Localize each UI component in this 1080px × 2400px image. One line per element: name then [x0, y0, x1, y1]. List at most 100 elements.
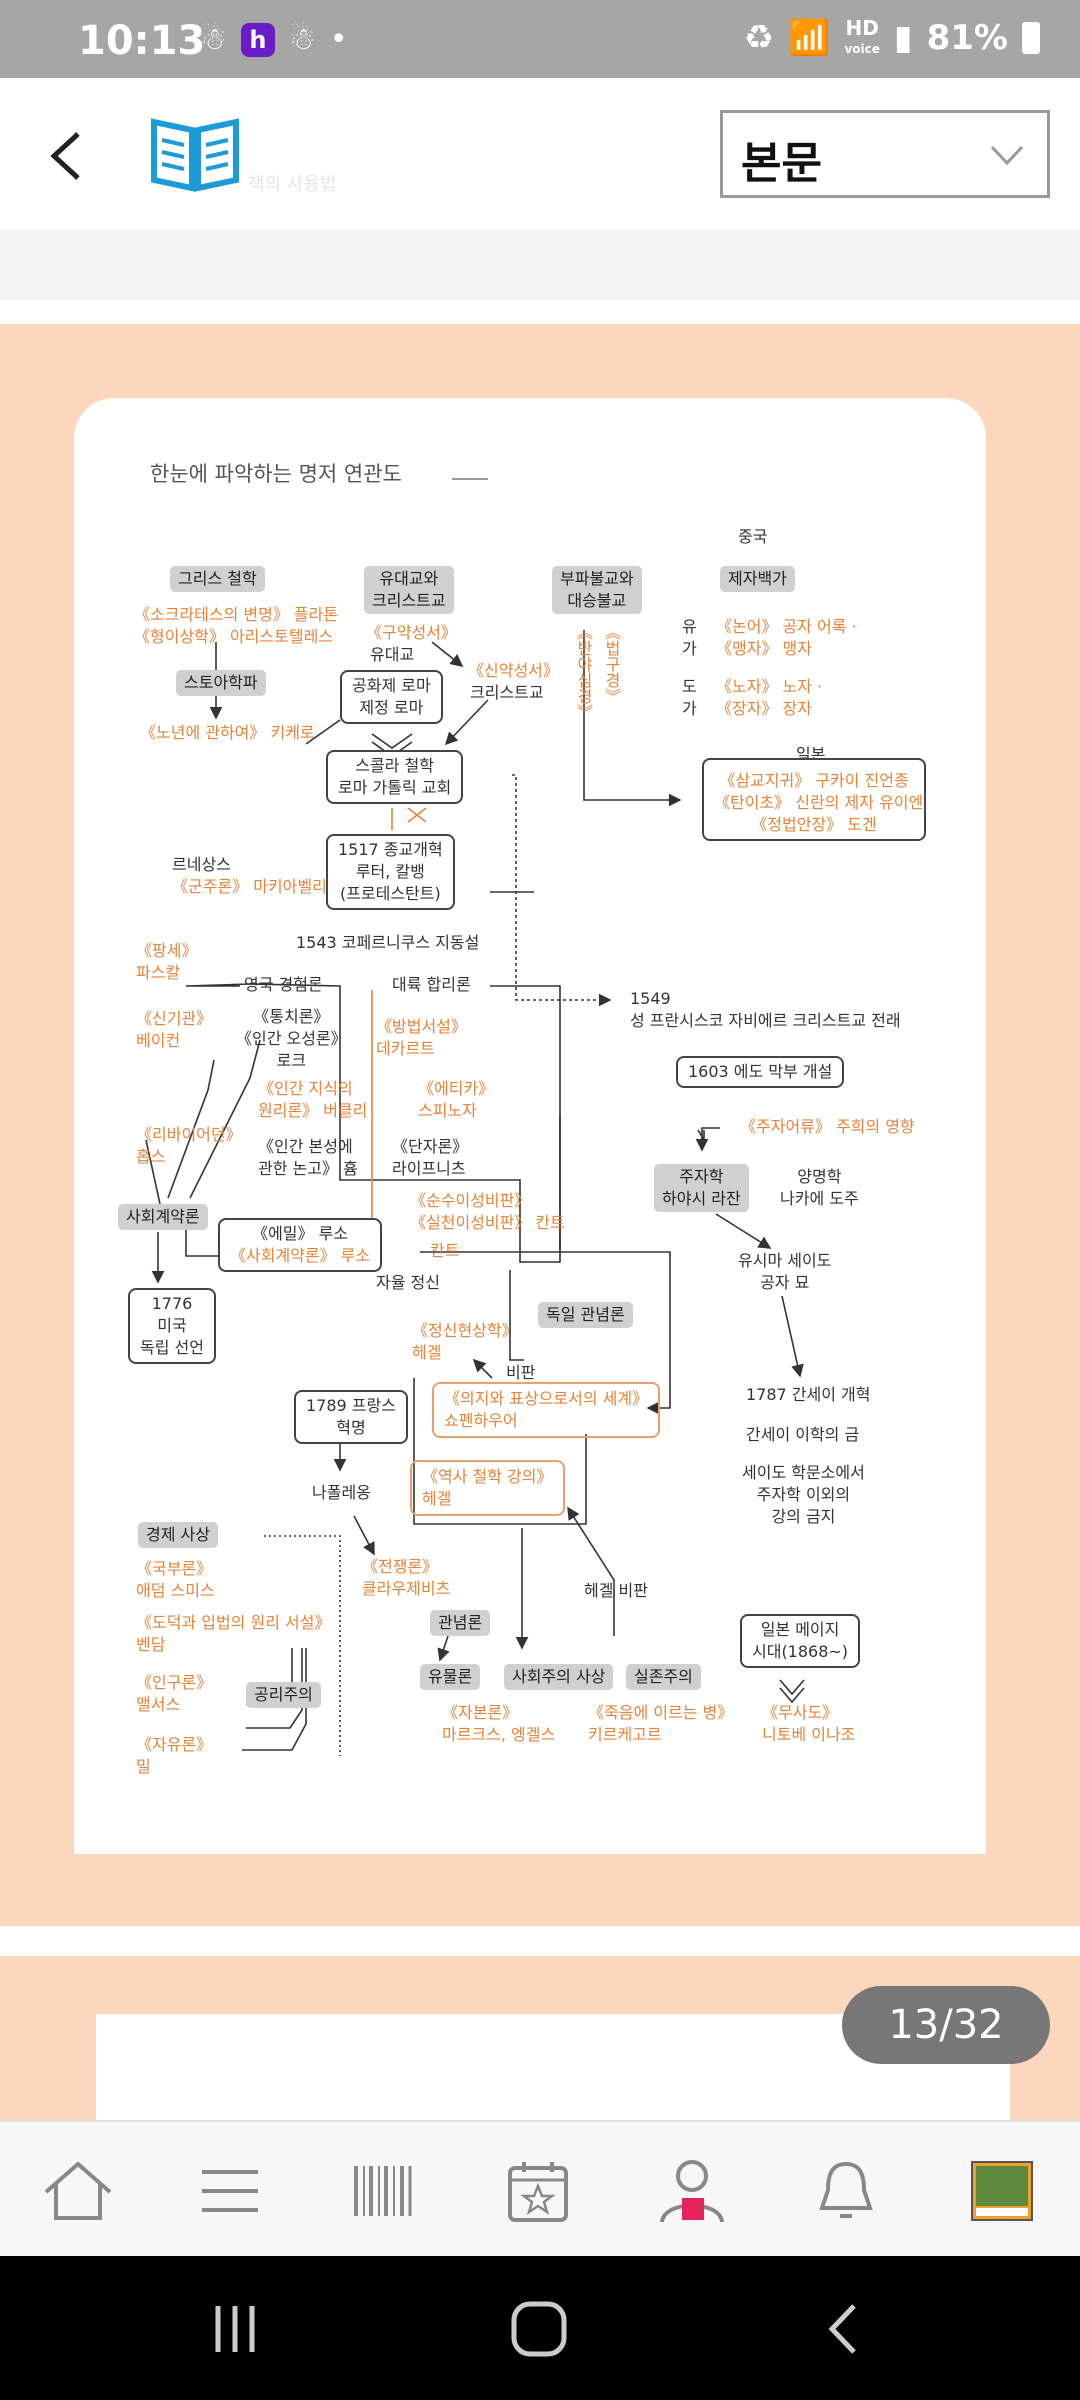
- barcode-icon[interactable]: [346, 2158, 422, 2224]
- node-jp2: 《탄이초》 신란의 제자 유이엔: [714, 793, 924, 812]
- recent-apps-icon[interactable]: [210, 2302, 260, 2356]
- node-bushido: 《무사도》 니토베 이나조: [762, 1703, 856, 1744]
- battery-percent: 81%: [926, 18, 1008, 58]
- node-kant: 칸트: [430, 1241, 460, 1260]
- node-xavier: 1549 성 프란시스코 자비에르 크리스트교 전래: [630, 989, 901, 1030]
- home-button-icon[interactable]: [510, 2300, 568, 2358]
- node-idealism: 독일 관념론: [538, 1302, 633, 1328]
- signal-icon: ▮: [893, 18, 913, 58]
- node-french: 1789 프랑스 혁명: [294, 1390, 408, 1444]
- node-berkeley: 《인간 지식의 원리론》 버클리: [258, 1079, 368, 1120]
- node-meiji: 일본 메이지 시대(1868~): [740, 1614, 861, 1668]
- battery-icon: [1022, 22, 1040, 54]
- status-time: 10:13: [78, 18, 206, 64]
- book-thumbnail-icon[interactable]: [964, 2158, 1040, 2224]
- node-capital: 《자본론》 마르크스, 엥겔스: [442, 1703, 556, 1744]
- node-reform: 1517 종교개혁 루터, 칼뱅 (프로테스탄트): [326, 834, 455, 910]
- book-caption: 책의 사용법: [248, 174, 337, 195]
- node-dao: 도 가: [682, 677, 697, 718]
- node-critique: 《순수이성비판》 《실천이성비판》 칸트: [410, 1191, 565, 1232]
- node-rousseau-box: 《에밀》 루소 《사회계약론》 루소: [218, 1218, 383, 1272]
- node-monad: 《단자론》 라이프니츠: [392, 1137, 469, 1178]
- wifi-icon: 📶: [788, 18, 831, 58]
- node-socialism: 사회주의 사상: [504, 1664, 614, 1690]
- node-renaissance: 르네상스: [172, 855, 231, 874]
- menu-icon[interactable]: [192, 2158, 268, 2224]
- separator-band: [0, 230, 1080, 300]
- node-economics: 경제 사상: [138, 1522, 218, 1548]
- node-pensees: 《팡세》 파스칼: [136, 941, 198, 982]
- node-british: 영국 경험론: [244, 975, 323, 994]
- node-emile: 《에밀》 루소: [252, 1224, 349, 1243]
- open-book-icon[interactable]: [148, 114, 242, 192]
- node-mencius: 《맹자》 맹자: [716, 639, 812, 658]
- section-select-value: 본문: [741, 138, 822, 189]
- node-ethics: 《에티카》 스피노자: [418, 1079, 495, 1120]
- node-christ: 크리스트교: [470, 683, 544, 702]
- node-kansei: 1787 간세이 개혁: [746, 1385, 871, 1404]
- node-copernicus: 1543 코페르니쿠스 지동설: [296, 933, 480, 952]
- status-dot: •: [329, 22, 348, 57]
- profile-icon[interactable]: [654, 2158, 730, 2224]
- node-treatises: 《통치론》 《인간 오성론》 로크: [236, 1007, 347, 1070]
- diagram-title: 한눈에 파악하는 명저 연관도: [150, 462, 402, 486]
- node-hegelcrit: 헤겔 비판: [584, 1581, 648, 1600]
- node-buddhism: 부파불교와 대승불교: [552, 566, 642, 614]
- node-critique2: 비판: [506, 1363, 536, 1382]
- node-contract: 《사회계약론》 루소: [230, 1246, 371, 1265]
- node-autonomy: 자율 정신: [376, 1273, 440, 1292]
- node-leviathan: 《리바이어던》 홉스: [136, 1125, 242, 1166]
- node-idealism2: 관념론: [430, 1610, 491, 1636]
- node-bentham: 《도덕과 입법의 원리 서설》 벤담: [136, 1613, 331, 1654]
- node-china: 중국: [738, 527, 768, 546]
- node-phenom: 《정신현상학》 헤겔: [412, 1321, 518, 1362]
- node-judaism: 유대교와 크리스트교: [364, 566, 454, 614]
- app-h-icon: h: [240, 22, 275, 57]
- node-will: 《의지와 표상으로서의 세계》 쇼펜하우어: [432, 1382, 661, 1438]
- node-shushi: 주자학 하야시 라잔: [654, 1164, 749, 1212]
- node-yomei: 양명학 나카에 도주: [780, 1167, 859, 1208]
- node-stoic: 스토아학파: [176, 670, 266, 696]
- bell-icon[interactable]: [808, 2158, 884, 2224]
- node-history: 《역사 철학 강의》 헤겔: [410, 1460, 565, 1516]
- system-back-icon[interactable]: [822, 2300, 862, 2358]
- node-rome: 공화제 로마 제정 로마: [340, 670, 443, 724]
- page-counter: 13/32: [842, 1986, 1050, 2064]
- back-icon[interactable]: [42, 126, 98, 186]
- node-prince: 《군주론》 마키아벨리: [172, 877, 327, 896]
- node-wealth: 《국부론》 애덤 스미스: [136, 1559, 215, 1600]
- node-sutra1: 《반야심경》: [574, 624, 593, 720]
- node-ot: 《구약성서》: [366, 623, 457, 642]
- notification-icon-2: ☃: [288, 22, 316, 57]
- title-underline: [452, 478, 488, 480]
- node-hume: 《인간 본성에 관한 논고》 흄: [258, 1137, 358, 1178]
- node-greek: 그리스 철학: [170, 566, 265, 592]
- node-malthus: 《인구론》 맬서스: [136, 1673, 213, 1714]
- node-scholastic: 스콜라 철학 로마 가톨릭 교회: [326, 750, 464, 804]
- node-nt: 《신약성서》: [468, 661, 559, 680]
- calendar-star-icon[interactable]: [500, 2158, 576, 2224]
- node-napoleon: 나폴레옹: [312, 1483, 371, 1502]
- recycle-battery-icon: ♻: [743, 18, 775, 58]
- node-material: 유물론: [420, 1664, 481, 1690]
- node-exist: 실존주의: [626, 1664, 701, 1690]
- node-zhuzi: 《주자어류》 주희의 영향: [740, 1117, 915, 1136]
- notification-icon: ☃: [200, 22, 227, 57]
- node-jp3: 《정법안장》 도겐: [751, 815, 877, 834]
- section-select[interactable]: 본문: [720, 110, 1050, 198]
- node-us: 1776 미국 독립 선언: [128, 1288, 216, 1364]
- home-icon[interactable]: [40, 2158, 116, 2224]
- node-sickness: 《죽음에 이르는 병》 키르케고르: [588, 1703, 734, 1744]
- bottom-nav: [0, 2120, 1080, 2256]
- node-ru: 유 가: [682, 617, 697, 658]
- node-social: 사회계약론: [118, 1204, 208, 1230]
- node-discourse: 《방법서설》 데카르트: [376, 1017, 467, 1058]
- node-japan-box: 《삼교지귀》 구카이 진언종 《탄이초》 신란의 제자 유이엔 《정법안장》 도…: [702, 758, 926, 841]
- node-yushima: 유시마 세이도 공자 묘: [738, 1251, 832, 1292]
- node-zhuangzi: 《장자》 장자: [716, 699, 812, 718]
- node-laozi: 《노자》 노자 ·: [716, 677, 823, 696]
- node-hundred: 제자백가: [720, 566, 795, 592]
- node-sutra2: 《법구경》: [602, 624, 621, 704]
